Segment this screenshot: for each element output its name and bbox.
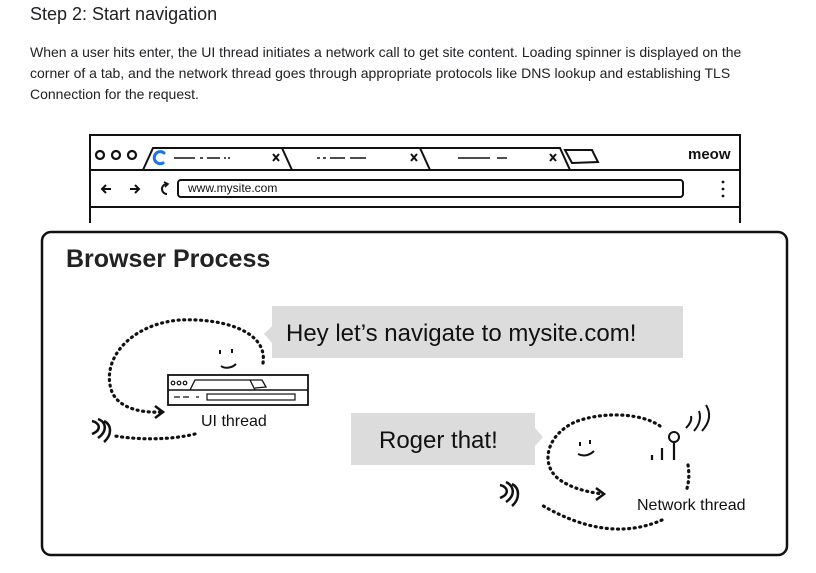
network-thread-character (499, 404, 711, 531)
tab-close-icon[interactable] (272, 153, 280, 162)
reload-icon[interactable] (161, 181, 170, 195)
ui-thread-character (91, 318, 309, 443)
ui-thread-speech-bubble: Hey let’s navigate to mysite.com! (264, 306, 683, 358)
network-thread-label: Network thread (637, 497, 746, 514)
body-paragraph: When a user hits enter, the UI thread in… (30, 44, 742, 102)
address-bar[interactable] (177, 179, 684, 198)
network-bubble-text: Roger that! (379, 427, 498, 454)
browser-brand: meow (688, 146, 731, 163)
network-thread-speech-bubble: Roger that! (351, 413, 543, 465)
browser-process-title: Browser Process (66, 245, 270, 273)
menu-kebab-icon[interactable] (721, 180, 725, 198)
ui-bubble-text: Hey let’s navigate to mysite.com! (286, 320, 636, 347)
ui-thread-label: UI thread (201, 413, 267, 430)
window-controls-icon (94, 149, 138, 161)
tab-close-icon[interactable] (549, 153, 557, 162)
page-heading: Step 2: Start navigation (30, 4, 218, 24)
address-bar-url: www.mysite.com (187, 181, 277, 195)
loading-spinner-icon (152, 150, 166, 166)
browser-window-sketch: meow www.mysite.com (89, 134, 741, 223)
back-arrow-icon[interactable] (100, 184, 111, 194)
forward-arrow-icon[interactable] (130, 184, 141, 194)
tab-close-icon[interactable] (410, 153, 418, 162)
